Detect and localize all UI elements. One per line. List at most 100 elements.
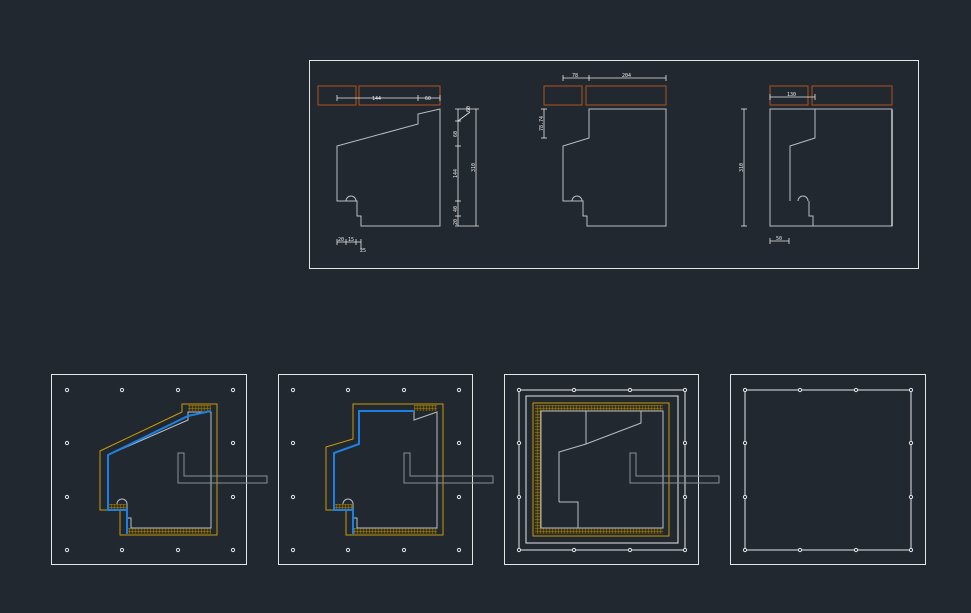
dim-text-middle-left: 78.74 (539, 116, 545, 131)
bolt-hole (401, 547, 407, 553)
bolt-hole (64, 440, 70, 446)
profile-inner-right (789, 109, 816, 201)
dim-leader-right-top (457, 111, 471, 122)
dim-text-left-right-3: 144 (453, 169, 459, 178)
bolt-hole (456, 547, 462, 553)
insulation-outline-2 (325, 403, 444, 536)
bolt-hole (853, 547, 859, 553)
bolt-hole (290, 547, 296, 553)
dim-text-right-left: 310 (739, 163, 745, 172)
door-handle-3 (629, 452, 720, 484)
bolt-hole (64, 547, 70, 553)
dim-text-right-top: 130 (787, 92, 796, 98)
bolt-hole (345, 547, 351, 553)
insulation-outline-3 (532, 402, 670, 537)
blue-seal-1 (107, 410, 212, 534)
bolt-hole (682, 547, 688, 553)
bolt-hole (401, 387, 407, 393)
dim-text-middle-top-a: 78 (572, 73, 578, 79)
bolt-hole (230, 440, 236, 446)
bolt-hole (290, 440, 296, 446)
profile-arch-right (797, 195, 809, 202)
top-sheet: 144 60 60 60 144 40 20 310 20 15 (309, 60, 919, 269)
arch-2 (342, 498, 354, 505)
plate-panel-1 (51, 374, 268, 565)
dim-text-right-bottom: 50 (776, 236, 782, 242)
bolt-hole (908, 440, 914, 446)
plate-border-1 (51, 374, 247, 565)
dim-text-left-overall: 310 (471, 163, 477, 172)
hatch-bottom-1 (128, 528, 211, 534)
bolt-hole (230, 547, 236, 553)
profile-arch-middle (571, 195, 583, 202)
bolt-hole (175, 547, 181, 553)
plate-panel-3 (504, 374, 720, 565)
profile-foot-right (808, 201, 814, 226)
bolt-hole (516, 440, 522, 446)
blue-seal-2 (333, 410, 414, 534)
plate-border-3 (504, 374, 699, 565)
bolt-hole (908, 494, 914, 500)
bolt-hole (627, 547, 633, 553)
arch-1 (116, 498, 128, 505)
plate-border-2 (278, 374, 473, 565)
inner-profile-3 (558, 411, 642, 528)
insulation-outline-1 (99, 403, 218, 536)
dim-text-left-right-1: 60 (466, 106, 472, 112)
bolt-hole (742, 547, 748, 553)
bolt-hole (516, 547, 522, 553)
bolt-hole (290, 494, 296, 500)
bolt-hole (742, 494, 748, 500)
bolt-hole (682, 387, 688, 393)
bolt-frame-4 (744, 389, 912, 551)
hatch-left-3 (535, 411, 541, 528)
lintel-block-left-a (317, 85, 357, 106)
profile-outline-left (336, 108, 441, 227)
hatch-left-2 (333, 504, 352, 510)
dim-text-left-right-5: 20 (453, 219, 459, 225)
bolt-hole (230, 387, 236, 393)
door-handle-1 (177, 452, 268, 484)
bolt-hole (64, 387, 70, 393)
bolt-hole (290, 387, 296, 393)
bolt-hole (571, 547, 577, 553)
bolt-hole (119, 547, 125, 553)
bolt-hole (345, 387, 351, 393)
dim-text-left-top-a: 144 (372, 96, 381, 102)
dim-text-left-bottom-b: 15 (348, 237, 354, 243)
bolt-hole (742, 387, 748, 393)
hatch-top-2 (414, 405, 437, 411)
dim-text-left-right-2: 60 (453, 131, 459, 137)
profile-arch-left (345, 195, 357, 202)
hatch-top-1 (188, 405, 211, 411)
bolt-hole (797, 547, 803, 553)
door-handle-2 (403, 452, 494, 484)
dim-text-left-top-b: 60 (425, 96, 431, 102)
bolt-hole (571, 387, 577, 393)
section-view-right: 130 310 50 (739, 85, 893, 244)
profile-outline-middle (562, 108, 667, 227)
bolt-hole (908, 387, 914, 393)
dim-text-middle-top-b: 204 (622, 73, 631, 79)
bolt-hole (682, 494, 688, 500)
bolt-holes-4 (742, 387, 914, 553)
bolt-hole (627, 387, 633, 393)
lintel-block-right-b (811, 85, 893, 106)
bolt-hole (230, 494, 236, 500)
plate-border-4 (730, 374, 926, 565)
bolt-hole (175, 387, 181, 393)
dim-text-left-bottom-a: 20 (338, 237, 344, 243)
bolt-hole (797, 387, 803, 393)
plate-panel-4 (730, 374, 926, 565)
bolt-hole (682, 440, 688, 446)
hatch-top-3 (535, 405, 663, 411)
bolt-hole (516, 494, 522, 500)
inner-rect-3 (540, 410, 664, 529)
dim-text-left-right-4: 40 (453, 206, 459, 212)
bolt-holes-2 (290, 387, 462, 553)
bolt-frame-3 (518, 389, 686, 551)
inner-frame-3 (525, 395, 679, 544)
bolt-hole (853, 387, 859, 393)
section-view-middle: 78 204 78.74 (539, 73, 667, 227)
